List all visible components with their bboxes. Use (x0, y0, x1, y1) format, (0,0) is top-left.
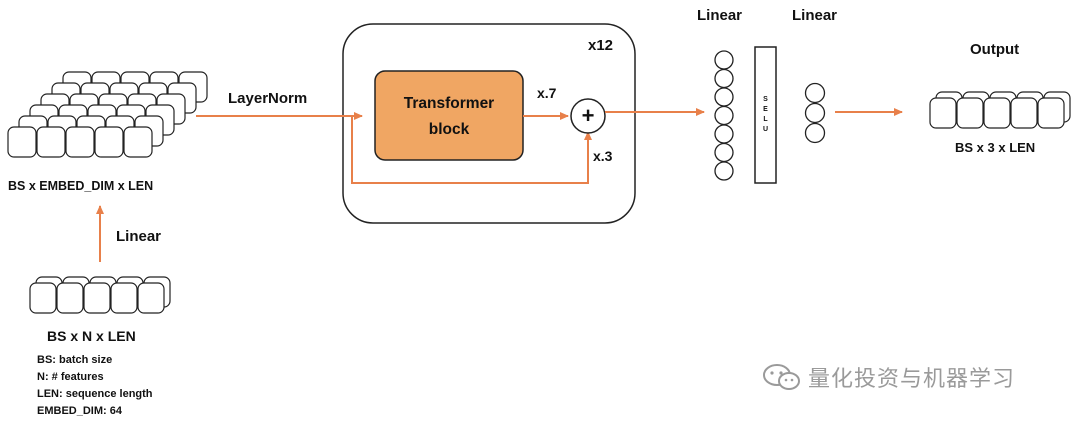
output-tensor-stack (929, 91, 1071, 129)
output-tensor-label: BS x 3 x LEN (955, 140, 1035, 155)
tensor-cell (94, 126, 124, 158)
selu-letter: S (763, 96, 768, 103)
neuron (714, 87, 734, 107)
linear-in-label: Linear (116, 228, 161, 245)
tensor-cell (137, 282, 165, 314)
linear-1-label: Linear (697, 7, 742, 24)
repeat-outer-label: x12 (588, 37, 613, 54)
legend: BS: batch size N: # features LEN: sequen… (37, 352, 153, 420)
tensor-cell (956, 97, 984, 129)
transformer-label-line2: block (429, 121, 470, 138)
tensor-cell (56, 282, 84, 314)
skip-scale-label: x.3 (593, 148, 613, 164)
linear-1-neurons (714, 50, 734, 181)
input-tensor-label: BS x N x LEN (47, 328, 136, 344)
selu-letter: U (763, 126, 768, 133)
tensor-cell (110, 282, 138, 314)
wechat-icon (763, 364, 800, 390)
input-tensor-stack (29, 276, 171, 314)
plus-icon: + (582, 103, 595, 128)
neuron (804, 82, 826, 104)
layernorm-label: LayerNorm (228, 90, 307, 107)
watermark-text: 量化投资与机器学习 (808, 367, 1016, 392)
watermark: 量化投资与机器学习 (762, 361, 1015, 393)
skip-connection-arrow (351, 116, 592, 184)
neuron (804, 102, 826, 124)
repeat-container-box (342, 23, 636, 224)
legend-item: LEN: sequence length (37, 388, 153, 400)
tensor-cell (123, 126, 153, 158)
embedded-tensor-stack (7, 71, 208, 158)
selu-letter: E (763, 106, 768, 113)
selu-letter: L (763, 116, 768, 123)
selu-activation-bar (754, 46, 777, 184)
transformer-label-line1: Transformer (404, 95, 494, 112)
neuron (804, 122, 826, 144)
tensor-cell (983, 97, 1011, 129)
tensor-cell (1010, 97, 1038, 129)
legend-item: BS: batch size (37, 354, 113, 366)
tensor-cell (65, 126, 95, 158)
tensor-cell (36, 126, 66, 158)
neuron (714, 50, 734, 70)
neuron (714, 161, 734, 181)
legend-item: EMBED_DIM: 64 (37, 405, 122, 417)
tensor-cell (83, 282, 111, 314)
tensor-cell (929, 97, 957, 129)
neuron (714, 68, 734, 89)
tensor-cell (1037, 97, 1065, 129)
neuron (714, 124, 734, 144)
tensor-cell (29, 282, 57, 314)
linear-2-label: Linear (792, 7, 837, 24)
linear-2-neurons (804, 82, 826, 144)
tensor-cell (7, 126, 37, 158)
embed-tensor-label: BS x EMBED_DIM x LEN (8, 179, 153, 193)
transformer-block (374, 70, 524, 161)
residual-add-node (570, 98, 606, 134)
neuron (714, 105, 734, 126)
repeat-inner-label: x.7 (537, 85, 557, 101)
legend-item: N: # features (37, 371, 104, 383)
neuron (714, 142, 734, 163)
output-title-label: Output (970, 41, 1019, 58)
